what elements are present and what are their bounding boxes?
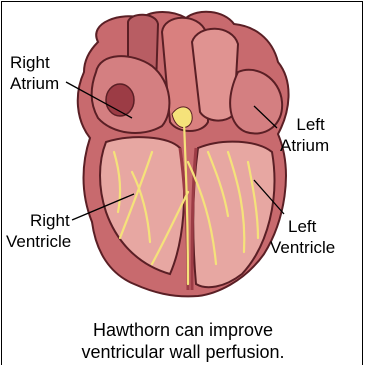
label-right-atrium-line1: Right <box>10 52 59 73</box>
caption-line1: Hawthorn can improve <box>2 319 364 341</box>
caption-line2: ventricular wall perfusion. <box>2 341 364 363</box>
label-left-atrium-line1: Left <box>280 114 329 135</box>
label-left-ventricle-line1: Left <box>270 216 335 237</box>
label-right-atrium: Right Atrium <box>10 52 59 94</box>
label-right-atrium-line2: Atrium <box>10 73 59 94</box>
label-left-ventricle-line2: Ventricle <box>270 237 335 258</box>
left-ventricle-chamber <box>193 142 274 288</box>
label-left-atrium-line2: Atrium <box>280 135 329 156</box>
label-right-ventricle-line1: Right <box>6 210 71 231</box>
label-right-ventricle: Right Ventricle <box>6 210 71 252</box>
caption: Hawthorn can improve ventricular wall pe… <box>2 319 364 363</box>
label-left-atrium: Left Atrium <box>280 114 329 156</box>
label-right-ventricle-line2: Ventricle <box>6 231 71 252</box>
label-left-ventricle: Left Ventricle <box>270 216 335 258</box>
